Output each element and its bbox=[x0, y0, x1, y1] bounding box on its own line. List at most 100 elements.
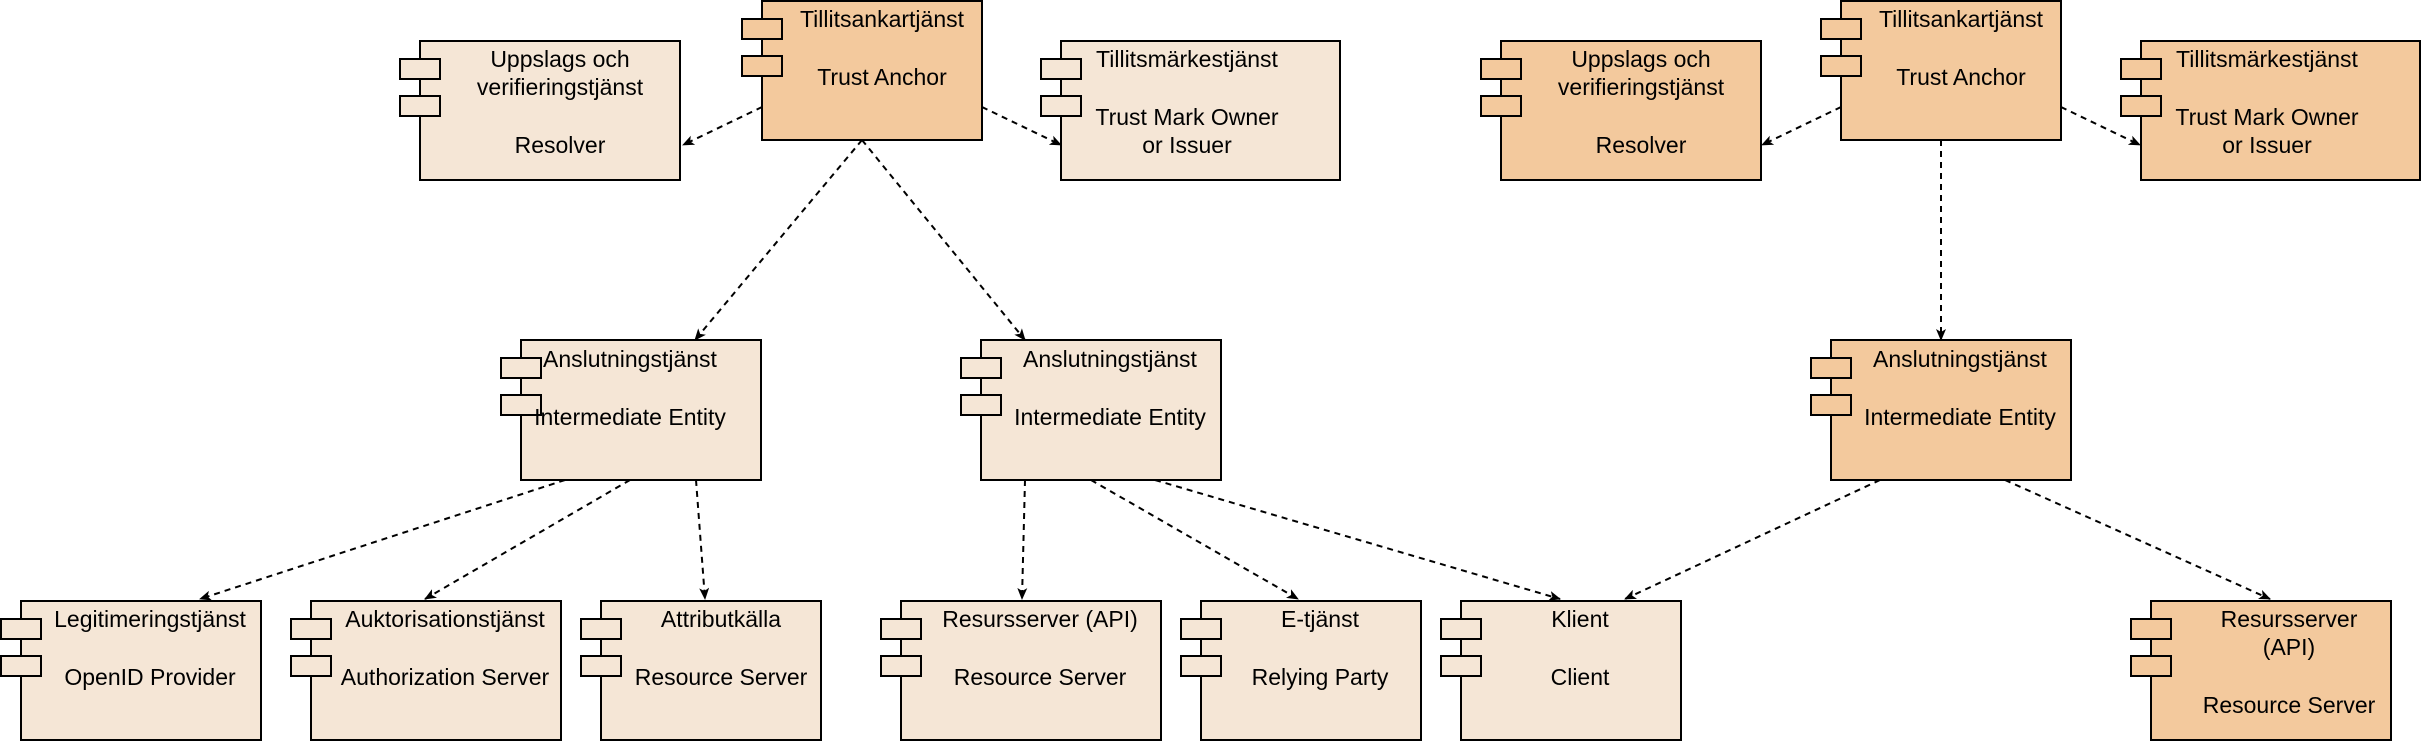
component-label: Tillitsmärkestjänst bbox=[2176, 46, 2359, 72]
component-label: Resolver bbox=[515, 132, 606, 158]
edge-ta1-to-res1 bbox=[682, 106, 763, 146]
component-body bbox=[419, 40, 681, 181]
component-port-icon bbox=[0, 618, 42, 640]
component-label: Resursserver (API) bbox=[942, 606, 1138, 632]
edge-ta2-to-res2 bbox=[1761, 106, 1842, 146]
component-port-icon bbox=[1440, 618, 1482, 640]
component-port-icon bbox=[1820, 55, 1862, 77]
component-port-icon bbox=[580, 618, 622, 640]
edge-ie1-to-as1 bbox=[424, 479, 631, 600]
edge-ie2-to-rp1 bbox=[1090, 479, 1299, 600]
component-label: Uppslags och bbox=[490, 46, 629, 72]
component-body bbox=[600, 600, 822, 741]
edge-ie3-to-rsapi2 bbox=[2004, 479, 2271, 600]
edge-ta2-to-tm2 bbox=[2060, 106, 2141, 146]
component-port-icon bbox=[580, 655, 622, 677]
component-body bbox=[1840, 0, 2062, 141]
component-label: Trust Anchor bbox=[817, 64, 947, 90]
component-label: Attributkälla bbox=[661, 606, 781, 632]
component-port-icon bbox=[960, 357, 1002, 379]
component-port-icon bbox=[399, 58, 441, 80]
component-port-icon bbox=[741, 55, 783, 77]
component-port-icon bbox=[880, 655, 922, 677]
component-label: E-tjänst bbox=[1281, 606, 1360, 632]
component-label: Authorization Server bbox=[341, 664, 550, 690]
component-port-icon bbox=[1180, 618, 1222, 640]
component-port-icon bbox=[500, 394, 542, 416]
component-label: Anslutningstjänst bbox=[543, 346, 717, 372]
component-label: Tillitsmärkestjänst bbox=[1096, 46, 1279, 72]
component-port-icon bbox=[0, 655, 42, 677]
component-port-icon bbox=[1440, 655, 1482, 677]
component-body bbox=[1460, 600, 1682, 741]
component-label: verifieringstjänst bbox=[1558, 74, 1725, 100]
component-label: Legitimeringstjänst bbox=[54, 606, 246, 632]
component-port-icon bbox=[1810, 357, 1852, 379]
component-label: Resource Server bbox=[635, 664, 808, 690]
component-port-icon bbox=[500, 357, 542, 379]
component-port-icon bbox=[2120, 95, 2162, 117]
component-label: Trust Anchor bbox=[1896, 64, 2026, 90]
component-body bbox=[20, 600, 262, 741]
component-port-icon bbox=[2120, 58, 2162, 80]
component-label: Intermediate Entity bbox=[534, 404, 726, 430]
component-label: Anslutningstjänst bbox=[1873, 346, 2047, 372]
component-rsapi1[interactable]: Resursserver (API)Resource Server bbox=[880, 600, 1162, 741]
component-body bbox=[310, 600, 562, 741]
component-port-icon bbox=[1820, 18, 1862, 40]
component-label: Trust Mark Owner bbox=[1095, 104, 1279, 130]
component-port-icon bbox=[1480, 58, 1522, 80]
edge-ta1-to-ie2 bbox=[861, 139, 1026, 341]
component-port-icon bbox=[1040, 95, 1082, 117]
component-port-icon bbox=[2130, 655, 2172, 677]
component-label: Auktorisationstjänst bbox=[345, 606, 545, 632]
component-body bbox=[2140, 40, 2421, 181]
component-port-icon bbox=[290, 618, 332, 640]
component-label: (API) bbox=[2263, 634, 2315, 660]
component-label: Anslutningstjänst bbox=[1023, 346, 1197, 372]
component-body bbox=[900, 600, 1162, 741]
component-port-icon bbox=[2130, 618, 2172, 640]
component-port-icon bbox=[1180, 655, 1222, 677]
component-body bbox=[2150, 600, 2392, 741]
component-port-icon bbox=[1480, 95, 1522, 117]
component-label: OpenID Provider bbox=[64, 664, 236, 690]
edges-layer bbox=[199, 106, 2271, 601]
edge-ta1-to-ie1 bbox=[694, 139, 863, 341]
component-port-icon bbox=[290, 655, 332, 677]
component-port-icon bbox=[1040, 58, 1082, 80]
component-label: Resursserver bbox=[2221, 606, 2358, 632]
component-label: or Issuer bbox=[2222, 132, 2312, 158]
component-label: Client bbox=[1551, 664, 1610, 690]
edge-ie2-to-rsapi1 bbox=[1017, 479, 1028, 600]
component-label: Resolver bbox=[1596, 132, 1687, 158]
component-label: Tillitsankartjänst bbox=[800, 6, 965, 32]
component-label: Intermediate Entity bbox=[1014, 404, 1206, 430]
component-port-icon bbox=[741, 18, 783, 40]
component-label: Tillitsankartjänst bbox=[1879, 6, 2044, 32]
component-port-icon bbox=[960, 394, 1002, 416]
component-port-icon bbox=[1810, 394, 1852, 416]
component-port-icon bbox=[880, 618, 922, 640]
edge-ie1-to-op1 bbox=[199, 479, 566, 601]
component-body bbox=[1500, 40, 1762, 181]
edge-ie1-to-attr1 bbox=[695, 479, 710, 600]
component-rsapi2[interactable]: Resursserver(API)Resource Server bbox=[2130, 600, 2392, 741]
edge-ie2-to-cl1 bbox=[1154, 479, 1561, 601]
